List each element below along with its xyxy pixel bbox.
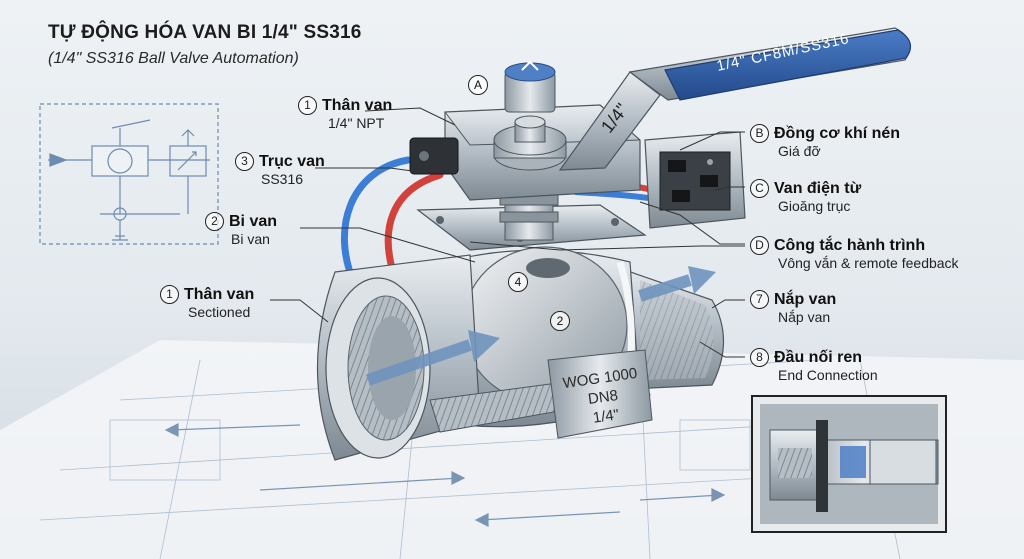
label-end-connection: 8 Đầu nối ren End Connection: [750, 348, 878, 384]
label-title: Công tắc hành trình: [774, 237, 926, 254]
limit-switch-box: [644, 131, 746, 229]
label-number: B: [750, 124, 769, 143]
label-body-npt: 1 Thân van 1/4" NPT: [298, 96, 392, 132]
label-limit-switch: D Công tắc hành trình Vông vắn & remote f…: [750, 236, 959, 272]
marker-a: A: [468, 75, 488, 95]
red-hose: [384, 171, 444, 272]
label-title: Bi van: [229, 213, 278, 230]
label-number: 2: [205, 212, 224, 231]
label-title: Thân van: [322, 97, 393, 114]
page-subtitle: (1/4" SS316 Ball Valve Automation): [48, 50, 299, 67]
label-number: 7: [750, 290, 769, 309]
label-sub: 1/4" NPT: [328, 115, 385, 131]
label-ball: 2 Bi van Bi van: [205, 212, 277, 248]
label-title: Trục van: [259, 153, 325, 170]
label-solenoid: C Van điện từ Gioăng trục: [750, 179, 861, 215]
marker-2: 2: [550, 311, 570, 331]
blue-hose: [340, 156, 412, 289]
label-actuator: B Đồng cơ khí nén Giá đỡ: [750, 124, 900, 160]
label-title: Van điện từ: [774, 180, 862, 197]
marker-4: 4: [508, 272, 528, 292]
label-sub: Nắp van: [778, 309, 831, 325]
label-title: Nắp van: [774, 291, 837, 308]
label-title: Đồng cơ khí nén: [774, 125, 901, 142]
label-title: Đầu nối ren: [774, 349, 863, 366]
label-sub: Vông vắn & remote feedback: [778, 255, 959, 271]
label-sub: Giá đỡ: [778, 143, 821, 159]
label-title: Thân van: [184, 286, 255, 303]
pneumatic-schematic: [39, 103, 219, 245]
label-number: 1: [160, 285, 179, 304]
label-number: D: [750, 236, 769, 255]
label-number: 8: [750, 348, 769, 367]
handle-lever: [558, 27, 912, 171]
valve-body: [316, 246, 725, 461]
label-stem: 3 Trục van SS316: [235, 152, 325, 188]
label-number: 3: [235, 152, 254, 171]
label-sub: Sectioned: [188, 304, 251, 320]
label-sub: Bi van: [231, 231, 270, 247]
actuator-housing: [409, 60, 641, 201]
label-body-sectioned: 1 Thân van Sectioned: [160, 285, 254, 321]
inset-detail: [751, 395, 947, 533]
label-sub: End Connection: [778, 367, 878, 383]
label-number: 1: [298, 96, 317, 115]
page-title: TỰ ĐỘNG HÓA VAN BI 1/4" SS316: [48, 22, 362, 43]
label-sub: Gioăng trục: [778, 198, 851, 214]
label-sub: SS316: [261, 171, 304, 187]
label-number: C: [750, 179, 769, 198]
leader-lines: [270, 107, 745, 358]
